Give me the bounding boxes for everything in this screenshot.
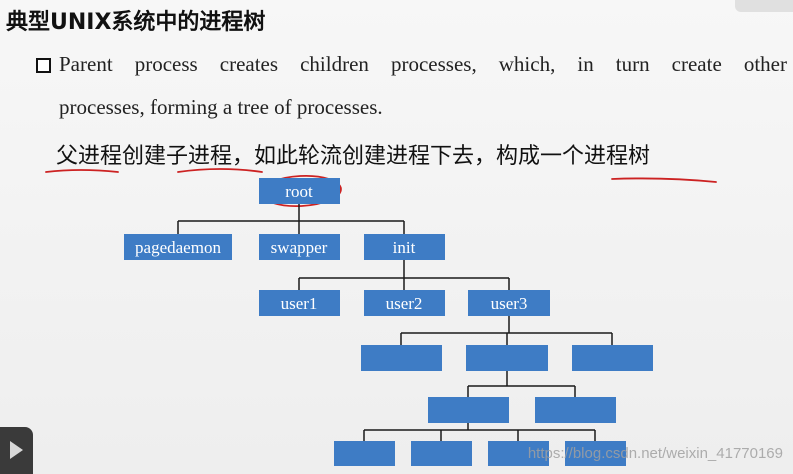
tree-node-unlabeled bbox=[334, 441, 395, 466]
tree-node-label: root bbox=[285, 182, 313, 201]
bullet-text-line-2: processes, forming a tree of processes. bbox=[59, 95, 383, 119]
tree-connectors bbox=[177, 204, 613, 441]
underline-child bbox=[177, 168, 263, 173]
tree-node-label: user2 bbox=[386, 294, 423, 313]
chinese-caption: 父进程创建子进程，如此轮流创建进程下去，构成一个进程树 bbox=[56, 144, 651, 169]
underline-parent bbox=[45, 169, 119, 173]
tree-node-init: init bbox=[364, 234, 445, 260]
tree-node-label: user1 bbox=[281, 294, 318, 313]
tree-node-unlabeled bbox=[466, 345, 548, 371]
watermark: https://blog.csdn.net/weixin_41770169 bbox=[527, 445, 783, 462]
play-icon bbox=[10, 441, 23, 459]
bullet-text-line-1: Parent process creates children processe… bbox=[59, 52, 787, 76]
slide-title: 典型UNIX系统中的进程树 bbox=[6, 10, 266, 35]
tree-node-unlabeled bbox=[428, 397, 509, 423]
tree-node-unlabeled bbox=[361, 345, 442, 371]
tree-node-user1: user1 bbox=[259, 290, 340, 316]
underline-tree bbox=[611, 177, 717, 183]
corner-logo bbox=[735, 0, 793, 12]
tree-node-pagedaemon: pagedaemon bbox=[124, 234, 232, 260]
tree-node-unlabeled bbox=[488, 441, 549, 466]
tree-node-user3: user3 bbox=[468, 290, 550, 316]
tree-node-user2: user2 bbox=[364, 290, 445, 316]
play-button[interactable] bbox=[0, 427, 33, 474]
tree-node-label: init bbox=[393, 238, 416, 257]
tree-node-root: root bbox=[259, 178, 340, 204]
tree-node-unlabeled bbox=[572, 345, 653, 371]
tree-node-swapper: swapper bbox=[259, 234, 340, 260]
checkbox-bullet-icon bbox=[36, 58, 51, 73]
tree-node-unlabeled bbox=[565, 441, 626, 466]
red-annotations bbox=[45, 168, 717, 208]
tree-node-unlabeled bbox=[535, 397, 616, 423]
tree-node-unlabeled bbox=[411, 441, 472, 466]
tree-node-label: user3 bbox=[491, 294, 528, 313]
tree-node-label: swapper bbox=[271, 238, 328, 257]
tree-node-label: pagedaemon bbox=[135, 238, 221, 257]
